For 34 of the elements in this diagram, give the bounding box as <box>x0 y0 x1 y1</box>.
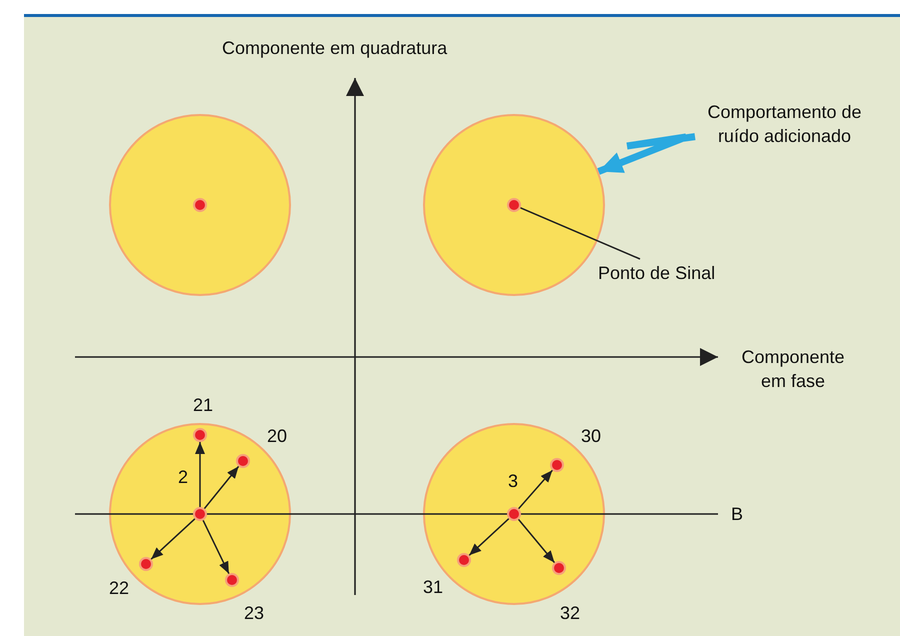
arrow <box>468 518 510 556</box>
signal-point <box>507 198 521 212</box>
arrow <box>202 520 230 574</box>
axis-label: Componente em fase <box>740 346 846 394</box>
signal-point <box>550 458 564 472</box>
signal-point <box>552 561 566 575</box>
point-label: 23 <box>244 602 264 625</box>
lightning-arrow <box>597 133 696 175</box>
arrow <box>204 466 240 510</box>
point-label: 22 <box>109 577 130 600</box>
signal-point <box>139 557 153 571</box>
annotation-text: Comportamento de ruído adicionado <box>697 100 872 149</box>
annotation-text: Ponto de Sinal <box>598 261 748 286</box>
point-label: 30 <box>581 425 602 448</box>
point-label: 21 <box>193 394 214 417</box>
point-label: 32 <box>560 602 580 625</box>
signal-point <box>507 507 521 521</box>
axis-label: B <box>731 503 744 526</box>
point-label: 31 <box>423 576 444 599</box>
point-label: 20 <box>267 425 288 448</box>
signal-point <box>225 573 239 587</box>
point-label: 3 <box>508 470 518 493</box>
point-label: 2 <box>178 466 188 489</box>
signal-point <box>193 198 207 212</box>
signal-point <box>193 428 207 442</box>
arrow <box>518 470 553 510</box>
signal-point <box>236 454 250 468</box>
arrow <box>195 442 205 507</box>
arrow <box>518 518 556 564</box>
signal-point <box>193 507 207 521</box>
axis-label: Componente em quadratura <box>222 37 448 60</box>
arrow <box>150 518 196 560</box>
signal-point <box>457 553 471 567</box>
leader-line <box>520 207 640 260</box>
